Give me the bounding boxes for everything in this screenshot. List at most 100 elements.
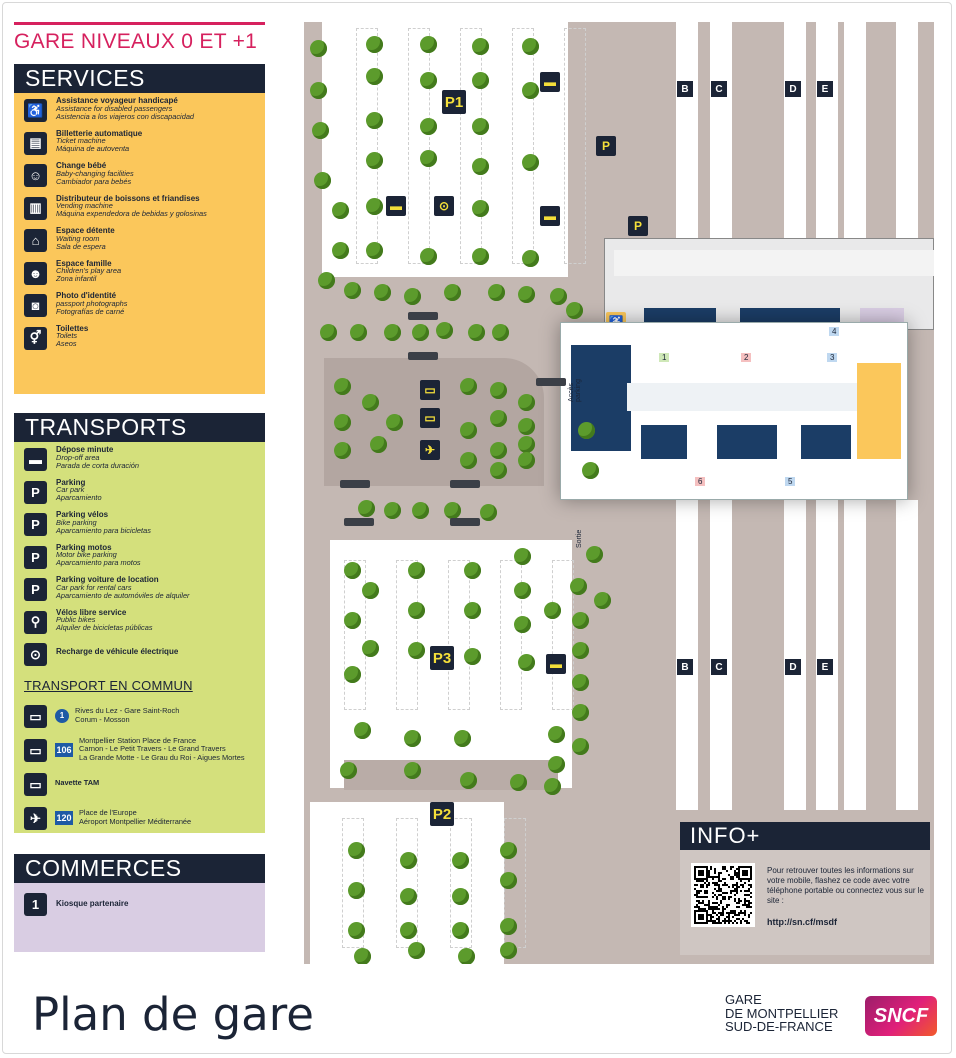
tree: [420, 36, 437, 53]
tree: [454, 730, 471, 747]
tree: [386, 414, 403, 431]
services-item-english: Assistance for disabled passengers: [56, 103, 173, 113]
commerce-label: Kiosque partenaire: [56, 899, 129, 908]
bus-vehicle: [408, 352, 438, 360]
parking-row: [408, 28, 430, 264]
tree: [522, 154, 539, 171]
bike-parking-icon[interactable]: P: [628, 216, 648, 236]
tree: [490, 462, 507, 479]
parking-row: [500, 560, 522, 710]
parking-p3-icon[interactable]: P3: [430, 646, 454, 670]
parking-row: [552, 560, 574, 710]
tree: [354, 948, 371, 964]
rental-car-icon[interactable]: ▬: [540, 206, 560, 226]
bus-stop-icon[interactable]: ▭: [420, 380, 440, 400]
tree: [404, 762, 421, 779]
commerces-heading: COMMERCES: [14, 854, 265, 883]
public-transport-line: Rives du Lez - Gare Saint-Roch: [75, 705, 180, 715]
transports-item-label: Dépose minute: [56, 445, 114, 454]
tree: [312, 122, 329, 139]
transports-heading: TRANSPORTS: [14, 413, 265, 442]
parking-p2-icon[interactable]: P2: [430, 802, 454, 826]
ticket-machine-icon: ▤: [24, 131, 47, 155]
track-2: [710, 22, 732, 238]
info-url-link[interactable]: http://sn.cf/msdf: [767, 917, 837, 927]
station-map[interactable]: ♿ 1 2 3 4 5 6 P1 P2 P3 P P ▭ ▭ ✈ ▬ ▬ ▬ ⊙…: [304, 22, 934, 964]
tree: [366, 36, 383, 53]
services-item-label: Photo d'identité: [56, 291, 117, 300]
platform-b-label: B: [676, 80, 694, 98]
track-lower-3: [784, 500, 806, 810]
tree: [362, 582, 379, 599]
services-item-spanish: Cambiador para bebés: [56, 176, 132, 186]
tree: [404, 730, 421, 747]
tree: [572, 642, 589, 659]
motorbike-parking-icon[interactable]: P: [596, 136, 616, 156]
hall-number-2: 2: [741, 353, 752, 362]
tree: [366, 242, 383, 259]
tree: [518, 654, 535, 671]
services-item-english: Vending machine: [56, 201, 113, 211]
qr-code[interactable]: [691, 863, 755, 927]
line-number-badge: 106: [55, 742, 73, 757]
tree: [408, 562, 425, 579]
transports-item-english: Car park for rental cars: [56, 582, 132, 592]
tree: [344, 282, 361, 299]
tree: [572, 612, 589, 629]
tree: [500, 942, 517, 959]
parking-p1-icon[interactable]: P1: [442, 90, 466, 114]
public-transport-text: Navette TAM: [55, 779, 99, 788]
taxi-icon[interactable]: ▬: [546, 654, 566, 674]
tree: [344, 562, 361, 579]
tree: [468, 324, 485, 341]
tree: [400, 888, 417, 905]
station-roof: [614, 250, 934, 276]
services-item-label: Change bébé: [56, 161, 107, 170]
drop-off-icon[interactable]: ▬: [540, 72, 560, 92]
tree: [510, 774, 527, 791]
bus-vehicle: [408, 312, 438, 320]
tree: [460, 422, 477, 439]
services-item-english: Waiting room: [56, 233, 100, 243]
transports-item-english: Public bikes: [56, 615, 96, 625]
tree: [320, 324, 337, 341]
tree: [578, 422, 595, 439]
tree: [310, 82, 327, 99]
station-name-line: DE MONTPELLIER: [725, 1005, 839, 1021]
station-name-line: GARE: [725, 992, 762, 1007]
services-item-spanish: Aseos: [56, 339, 77, 349]
hall-number-3: 3: [827, 353, 838, 362]
tree: [400, 852, 417, 869]
shuttle-stop-icon[interactable]: ▭: [420, 408, 440, 428]
parking-row: [396, 560, 418, 710]
tree: [452, 852, 469, 869]
ev-charging-icon[interactable]: ⊙: [434, 196, 454, 216]
tree: [572, 674, 589, 691]
tree: [366, 68, 383, 85]
station-main-hall: 1 2 3 4 5 6: [560, 322, 908, 500]
tree: [366, 198, 383, 215]
drop-off-icon-2[interactable]: ▬: [386, 196, 406, 216]
airport-bus-icon[interactable]: ✈: [420, 440, 440, 460]
commerce-item: 1 Kiosque partenaire: [24, 891, 265, 924]
tree: [500, 918, 517, 935]
tree: [488, 284, 505, 301]
parking-icon: P: [24, 480, 47, 504]
tree: [464, 562, 481, 579]
services-item-label: Distributeur de boissons et friandises: [56, 193, 200, 203]
tree: [566, 302, 583, 319]
transports-item-label: Vélos libre service: [56, 607, 127, 617]
